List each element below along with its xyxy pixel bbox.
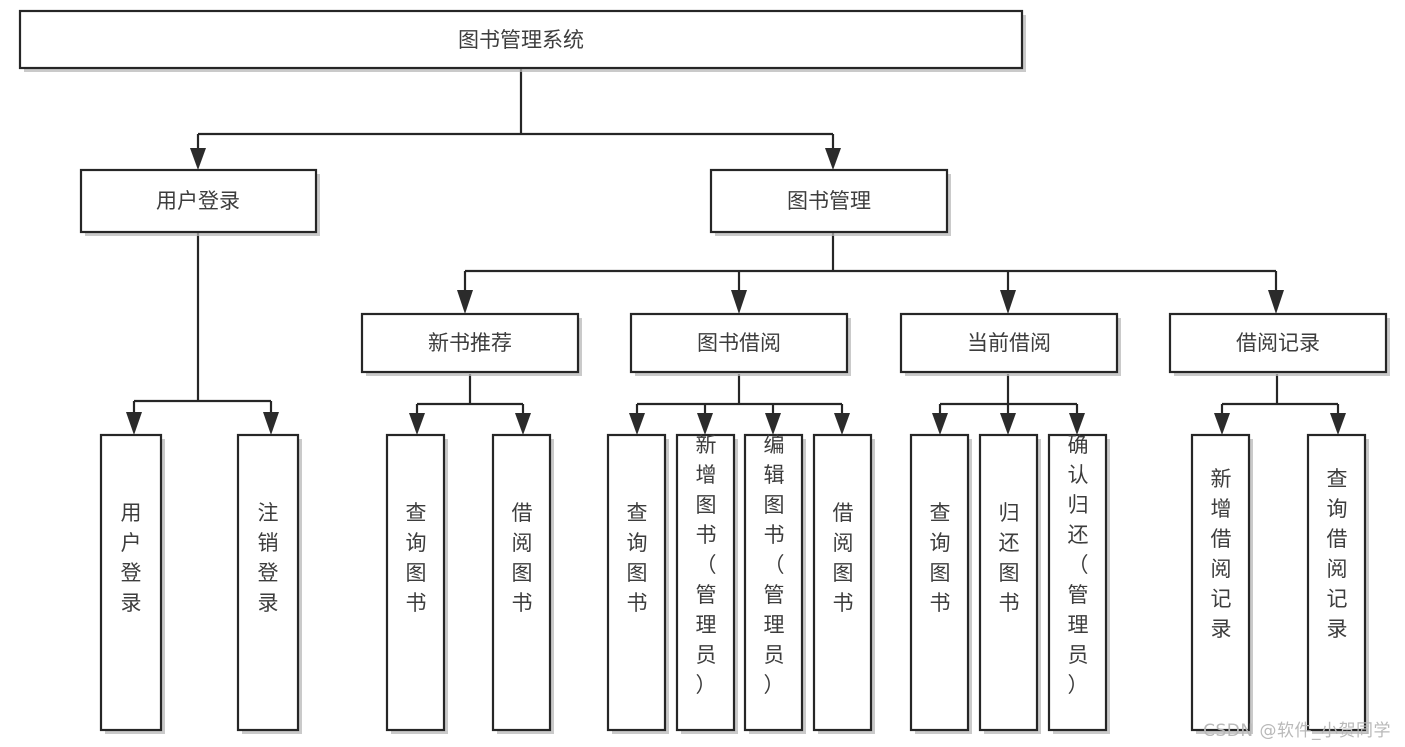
node-leaf-user-logout[interactable]: 注销登录 xyxy=(236,433,302,734)
node-leaf-query-record-label: 查询借阅记录 xyxy=(1327,467,1348,641)
node-current-borrow[interactable]: 当前借阅 xyxy=(899,312,1121,376)
node-leaf-user-login-label: 用户登录 xyxy=(121,501,142,615)
node-book-manage-label: 图书管理 xyxy=(787,189,871,213)
node-leaf-query-record[interactable]: 查询借阅记录 xyxy=(1306,433,1369,734)
node-user-login-box xyxy=(79,168,318,234)
node-leaf-return-book-label: 归还图书 xyxy=(999,501,1020,615)
arrow-head-user-login xyxy=(190,148,206,170)
arrow-head-leaf-user-login xyxy=(126,412,142,435)
node-leaf-return-book[interactable]: 归还图书 xyxy=(978,433,1041,734)
node-leaf-query-book-2-label: 查询图书 xyxy=(627,501,648,615)
node-root-label: 图书管理系统 xyxy=(458,28,584,52)
node-book-manage[interactable]: 图书管理 xyxy=(709,168,951,236)
node-leaf-confirm-return-label: 确认归还（管理员） xyxy=(1068,433,1089,697)
node-leaf-borrow-book-2-label: 借阅图书 xyxy=(833,501,854,615)
node-borrow-record[interactable]: 借阅记录 xyxy=(1168,312,1390,376)
node-borrow-record-label: 借阅记录 xyxy=(1236,331,1320,355)
arrow-head-leaf-query-book-2 xyxy=(629,413,645,435)
node-book-borrow-box xyxy=(629,312,849,374)
arrow-head-book-borrow xyxy=(731,290,747,314)
node-leaf-query-book-1[interactable]: 查询图书 xyxy=(385,433,448,734)
node-leaf-add-record-label: 新增借阅记录 xyxy=(1211,467,1232,641)
node-leaf-query-book-2-box xyxy=(606,433,667,732)
node-current-borrow-label: 当前借阅 xyxy=(967,331,1051,355)
node-current-borrow-box xyxy=(899,312,1119,374)
node-leaf-return-book-box xyxy=(978,433,1039,732)
arrow-head-leaf-borrow-book-2 xyxy=(834,413,850,435)
arrow-head-new-book-recommend xyxy=(457,290,473,314)
arrow-head-leaf-user-logout xyxy=(263,412,279,435)
arrow-head-leaf-query-book-3 xyxy=(932,413,948,435)
node-leaf-add-book-box xyxy=(675,433,736,732)
node-leaf-user-login[interactable]: 用户登录 xyxy=(99,433,165,734)
node-leaf-confirm-return-box xyxy=(1047,433,1108,732)
arrow-head-leaf-add-book xyxy=(697,413,713,435)
node-leaf-borrow-book-1[interactable]: 借阅图书 xyxy=(491,433,554,734)
node-new-book-recommend[interactable]: 新书推荐 xyxy=(360,312,582,376)
node-leaf-user-logout-label: 注销登录 xyxy=(258,501,279,615)
arrow-head-leaf-return-book xyxy=(1000,413,1016,435)
arrow-head-leaf-confirm-return xyxy=(1069,413,1085,435)
node-leaf-confirm-return[interactable]: 确认归还（管理员） xyxy=(1047,433,1110,734)
node-book-borrow-label: 图书借阅 xyxy=(697,331,781,355)
node-leaf-query-book-3[interactable]: 查询图书 xyxy=(909,433,972,734)
node-leaf-user-login-box xyxy=(99,433,163,732)
node-book-manage-box xyxy=(709,168,949,234)
node-leaf-user-logout-box xyxy=(236,433,300,732)
node-new-book-recommend-box xyxy=(360,312,580,374)
node-book-borrow[interactable]: 图书借阅 xyxy=(629,312,851,376)
node-leaf-edit-book[interactable]: 编辑图书（管理员） xyxy=(743,433,806,734)
arrow-head-leaf-add-record xyxy=(1214,413,1230,435)
node-borrow-record-box xyxy=(1168,312,1388,374)
csdn-watermark: CSDN @软件_小贺同学 xyxy=(1203,721,1391,741)
arrow-head-borrow-record xyxy=(1268,290,1284,314)
node-leaf-add-record[interactable]: 新增借阅记录 xyxy=(1190,433,1253,734)
node-leaf-query-book-3-box xyxy=(909,433,970,732)
node-root-box xyxy=(18,9,1024,70)
node-leaf-edit-book-box xyxy=(743,433,804,732)
connector-layer xyxy=(126,68,1346,435)
node-root[interactable]: 图书管理系统 xyxy=(18,9,1026,72)
arrow-head-leaf-borrow-book-1 xyxy=(515,413,531,435)
node-leaf-add-record-box xyxy=(1190,433,1251,732)
arrow-head-leaf-query-book-1 xyxy=(409,413,425,435)
arrow-head-book-manage xyxy=(825,148,841,170)
node-leaf-query-book-1-label: 查询图书 xyxy=(406,501,427,615)
arrow-head-current-borrow xyxy=(1000,290,1016,314)
arrow-head-leaf-query-record xyxy=(1330,413,1346,435)
node-leaf-add-book-label: 新增图书（管理员） xyxy=(696,433,717,697)
node-leaf-edit-book-label: 编辑图书（管理员） xyxy=(764,433,785,697)
node-leaf-query-book-2[interactable]: 查询图书 xyxy=(606,433,669,734)
node-leaf-query-book-3-label: 查询图书 xyxy=(930,501,951,615)
node-leaf-query-record-box xyxy=(1306,433,1367,732)
node-user-login-label: 用户登录 xyxy=(156,189,240,213)
arrow-head-leaf-edit-book xyxy=(765,413,781,435)
node-new-book-recommend-label: 新书推荐 xyxy=(428,331,512,355)
node-leaf-borrow-book-2[interactable]: 借阅图书 xyxy=(812,433,875,734)
node-leaf-borrow-book-1-box xyxy=(491,433,552,732)
node-leaf-add-book[interactable]: 新增图书（管理员） xyxy=(675,433,738,734)
node-leaf-borrow-book-2-box xyxy=(812,433,873,732)
node-user-login[interactable]: 用户登录 xyxy=(79,168,320,236)
node-leaf-borrow-book-1-label: 借阅图书 xyxy=(512,501,533,615)
node-leaf-query-book-1-box xyxy=(385,433,446,732)
